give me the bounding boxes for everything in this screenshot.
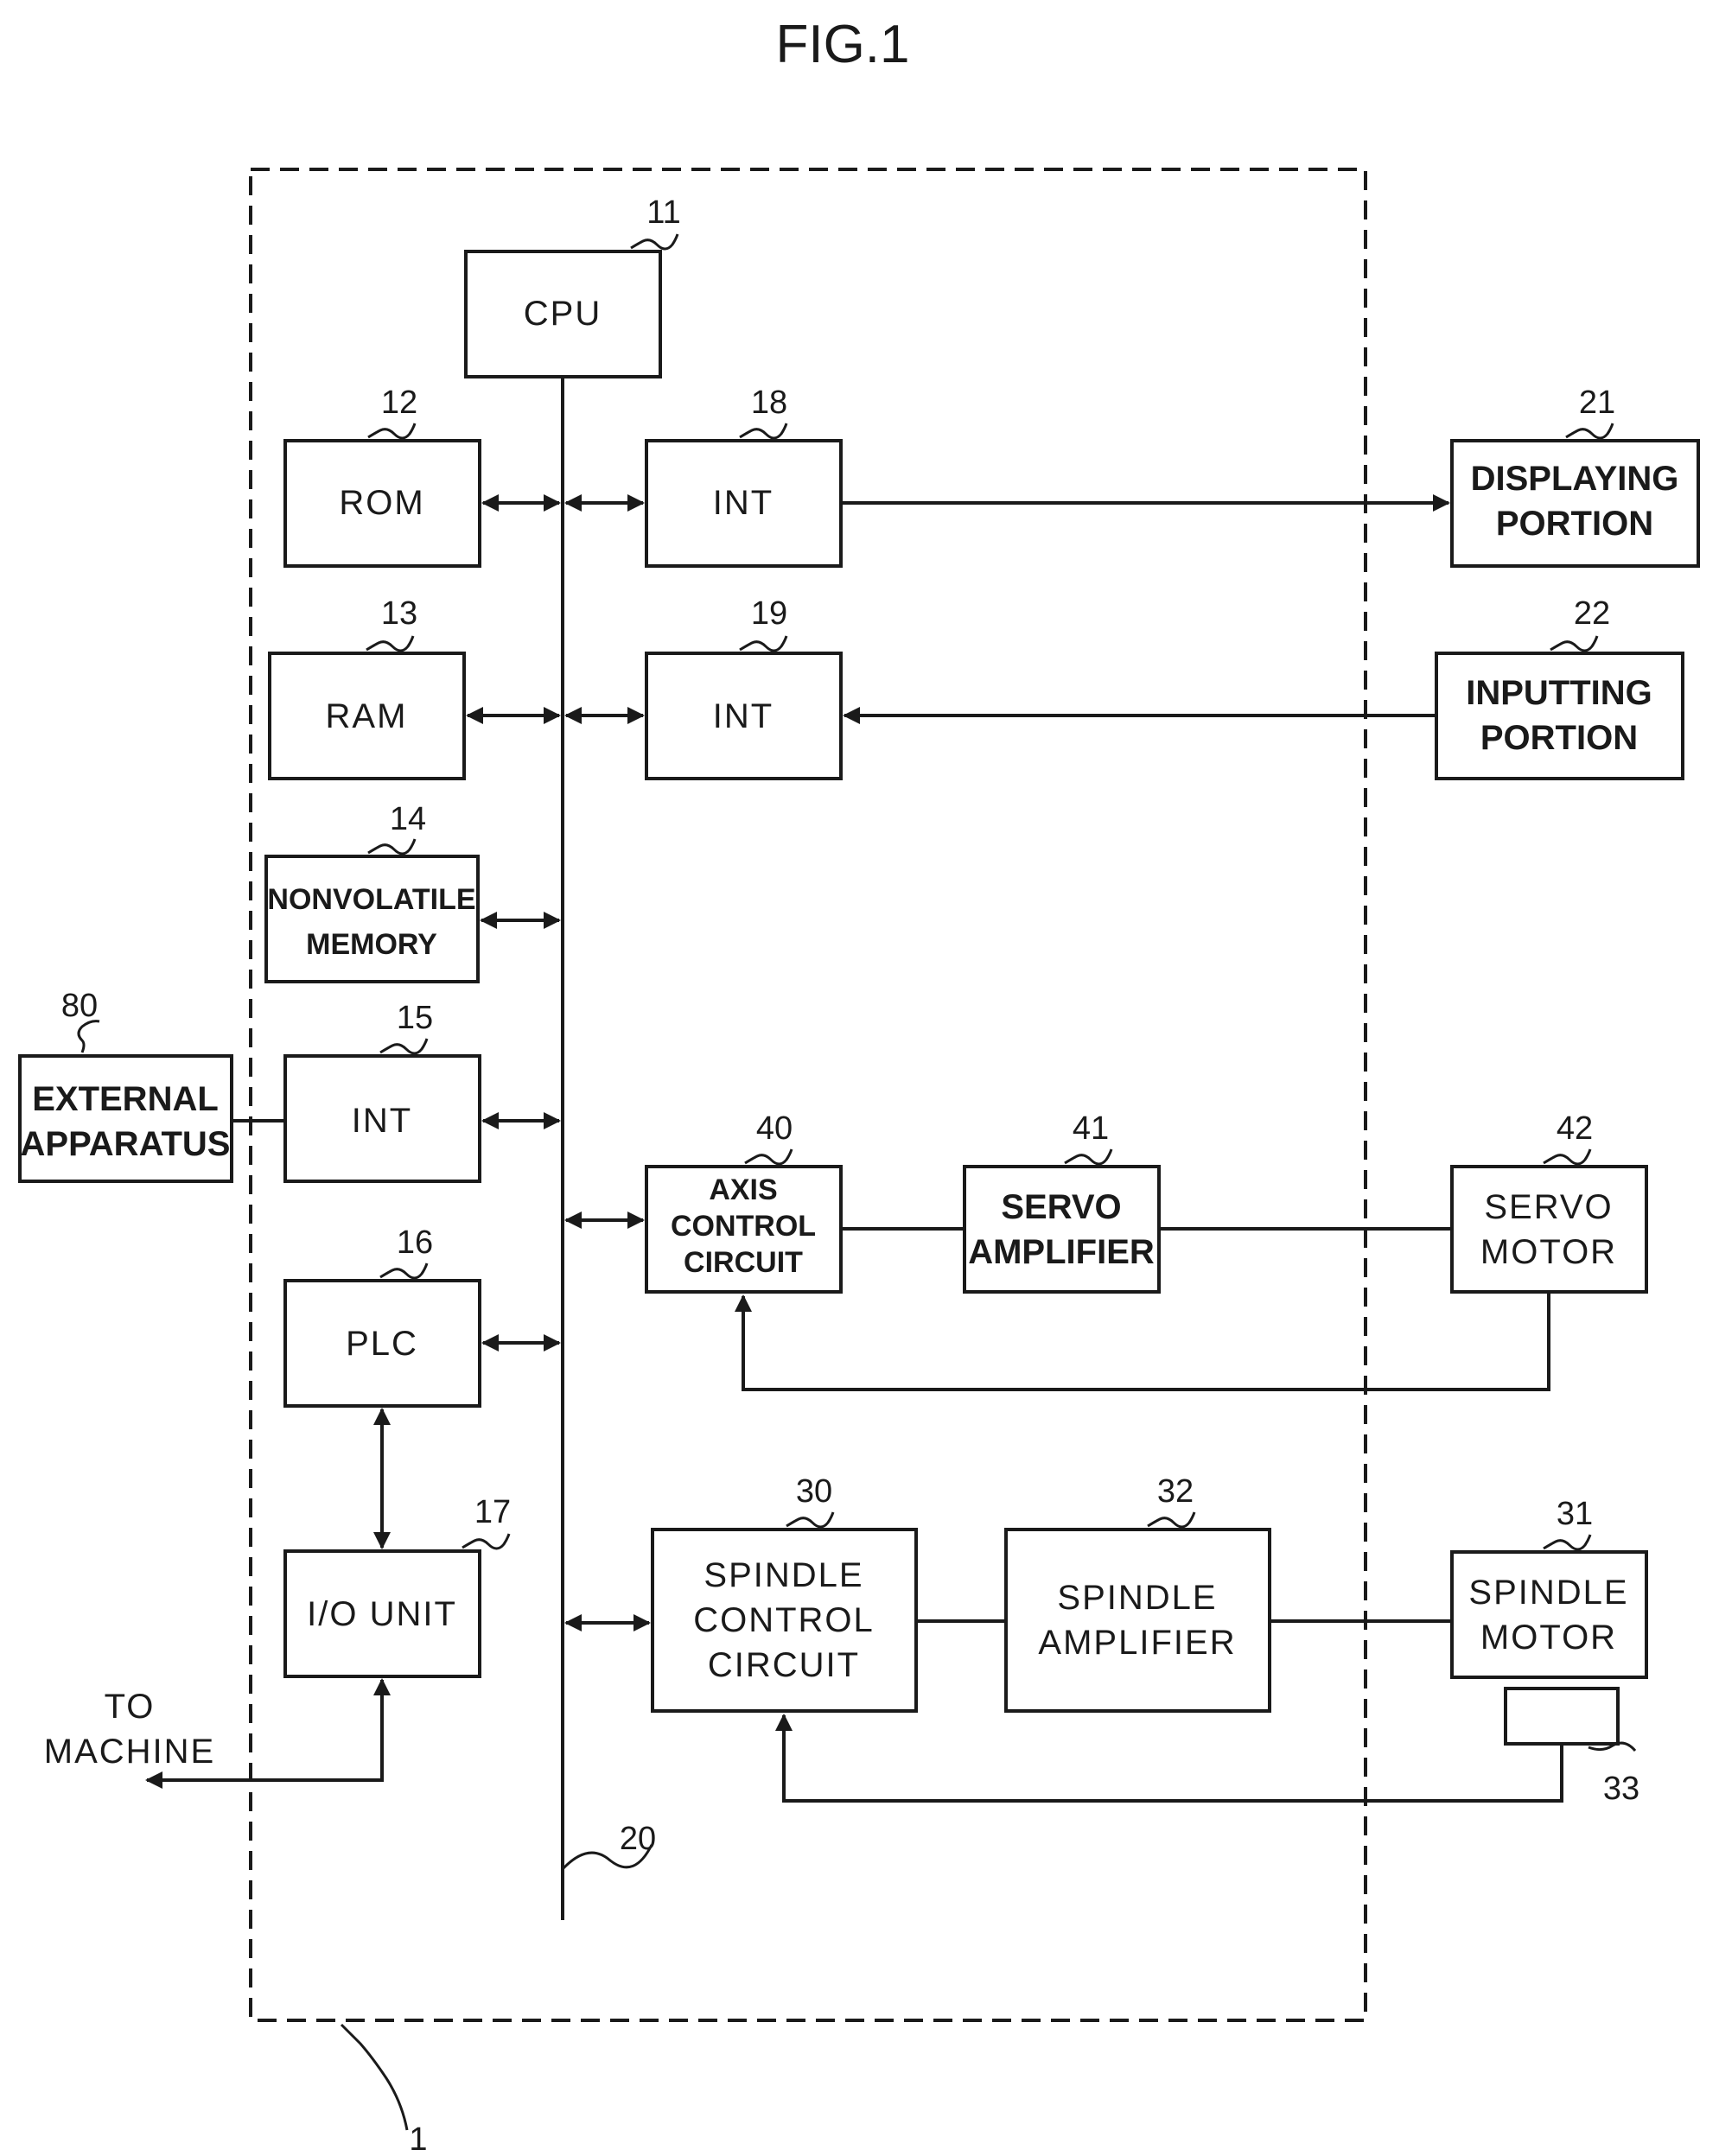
- spindle-amplifier-block: SPINDLE AMPLIFIER: [1006, 1530, 1270, 1711]
- external-apparatus-block: EXTERNAL APPARATUS: [20, 1056, 232, 1181]
- servo-motor-label-line2: MOTOR: [1480, 1233, 1617, 1271]
- inputting-portion-leader: [1550, 636, 1597, 651]
- nonvolatile-memory-block: NONVOLATILE MEMORY: [266, 856, 478, 982]
- axis-control-circuit-label-line2: CONTROL: [671, 1210, 816, 1243]
- inputting-portion-block: INPUTTING PORTION: [1436, 653, 1683, 779]
- cpu-ref: 11: [646, 194, 680, 231]
- nonvolatile-memory-label-line2: MEMORY: [306, 928, 437, 961]
- spindle-sensor-ref: 33: [1603, 1771, 1639, 1807]
- spindle-amplifier-label-line2: AMPLIFIER: [1038, 1624, 1236, 1662]
- external-apparatus-leader: [79, 1021, 99, 1053]
- spindle-control-circuit-label-line3: CIRCUIT: [708, 1646, 860, 1684]
- servo-motor-leader: [1544, 1149, 1590, 1164]
- figure-title: FIG.1: [775, 15, 909, 74]
- cpu-label: CPU: [524, 295, 602, 333]
- plc-ref: 16: [397, 1224, 433, 1261]
- int-18-block: INT: [646, 441, 841, 566]
- external-apparatus-label-line1: EXTERNAL: [32, 1080, 219, 1118]
- servo-motor-label-line1: SERVO: [1484, 1188, 1613, 1226]
- displaying-portion-ref: 21: [1579, 385, 1615, 421]
- int-15-ref: 15: [397, 1000, 433, 1036]
- io-unit-block: I/O UNIT: [285, 1551, 480, 1676]
- spindle-motor-leader: [1544, 1535, 1590, 1549]
- nonvolatile-memory-ref: 14: [390, 801, 426, 837]
- io-unit-label: I/O UNIT: [307, 1595, 457, 1633]
- inputting-portion-label-line2: PORTION: [1480, 719, 1638, 757]
- displaying-portion-leader: [1566, 423, 1613, 438]
- spindle-motor-ref: 31: [1557, 1496, 1593, 1532]
- bus-ref: 20: [620, 1821, 656, 1857]
- axis-control-circuit-ref: 40: [756, 1110, 793, 1147]
- ram-ref: 13: [381, 595, 417, 632]
- nonvolatile-memory-leader: [368, 839, 415, 854]
- external-apparatus-ref: 80: [61, 988, 98, 1024]
- spindle-motor-label-line2: MOTOR: [1480, 1619, 1617, 1657]
- plc-block: PLC: [285, 1281, 480, 1406]
- int-18-ref: 18: [751, 385, 787, 421]
- ram-block: RAM: [270, 653, 464, 779]
- rom-label: ROM: [339, 484, 424, 522]
- to-machine-label-line1: TO: [105, 1688, 156, 1726]
- spindle-control-circuit-ref: 30: [796, 1473, 832, 1510]
- spindle-amplifier-label-line1: SPINDLE: [1057, 1579, 1217, 1617]
- spindle-control-circuit-label-line2: CONTROL: [693, 1601, 875, 1639]
- int-18-label: INT: [713, 484, 774, 522]
- spindle-feedback-link: [784, 1715, 1562, 1801]
- servo-amplifier-block: SERVO AMPLIFIER: [965, 1167, 1159, 1292]
- inputting-portion-label-line1: INPUTTING: [1466, 674, 1652, 712]
- servo-motor-ref: 42: [1557, 1110, 1593, 1147]
- int-15-leader: [380, 1039, 427, 1053]
- servo-amplifier-leader: [1065, 1149, 1111, 1164]
- int-19-label: INT: [713, 697, 774, 735]
- int-19-leader: [740, 636, 786, 651]
- controller-leader: [341, 2025, 407, 2130]
- servo-motor-block: SERVO MOTOR: [1452, 1167, 1646, 1292]
- io-unit-leader: [462, 1534, 509, 1549]
- rom-ref: 12: [381, 385, 417, 421]
- spindle-motor-block: SPINDLE MOTOR: [1452, 1552, 1646, 1677]
- displaying-portion-label-line1: DISPLAYING: [1471, 460, 1679, 498]
- inputting-portion-ref: 22: [1574, 595, 1610, 632]
- int-15-label: INT: [352, 1102, 412, 1140]
- int-19-block: INT: [646, 653, 841, 779]
- cpu-leader: [631, 234, 678, 249]
- external-apparatus-label-line2: APPARATUS: [21, 1125, 231, 1163]
- cpu-block: CPU: [466, 251, 660, 377]
- axis-control-circuit-label-line1: AXIS: [709, 1173, 777, 1206]
- displaying-portion-label-line2: PORTION: [1496, 505, 1653, 543]
- axis-control-circuit-leader: [745, 1149, 792, 1164]
- spindle-control-circuit-leader: [786, 1512, 833, 1527]
- int-19-ref: 19: [751, 595, 787, 632]
- spindle-control-circuit-block: SPINDLE CONTROL CIRCUIT: [653, 1530, 916, 1711]
- plc-label: PLC: [346, 1325, 418, 1363]
- servo-amplifier-ref: 41: [1073, 1110, 1109, 1147]
- spindle-amplifier-leader: [1148, 1512, 1194, 1527]
- io-unit-ref: 17: [474, 1494, 511, 1530]
- int-15-block: INT: [285, 1056, 480, 1181]
- spindle-motor-label-line1: SPINDLE: [1468, 1574, 1628, 1612]
- rom-leader: [368, 423, 415, 438]
- servo-amplifier-label-line1: SERVO: [1001, 1188, 1121, 1226]
- plc-leader: [380, 1263, 427, 1278]
- ram-leader: [366, 636, 413, 651]
- servo-amplifier-label-line2: AMPLIFIER: [968, 1233, 1155, 1271]
- spindle-amplifier-ref: 32: [1157, 1473, 1194, 1510]
- ram-label: RAM: [326, 697, 408, 735]
- spindle-sensor-block: [1506, 1689, 1618, 1744]
- servo-feedback-link: [743, 1292, 1549, 1390]
- rom-block: ROM: [285, 441, 480, 566]
- to-machine-label-line2: MACHINE: [44, 1733, 215, 1771]
- int-18-leader: [740, 423, 786, 438]
- axis-control-circuit-block: AXIS CONTROL CIRCUIT: [646, 1167, 841, 1292]
- displaying-portion-block: DISPLAYING PORTION: [1452, 441, 1698, 566]
- nonvolatile-memory-label-line1: NONVOLATILE: [267, 883, 475, 916]
- axis-control-circuit-label-line3: CIRCUIT: [684, 1246, 803, 1279]
- spindle-control-circuit-label-line1: SPINDLE: [704, 1556, 863, 1594]
- controller-ref: 1: [409, 2121, 427, 2156]
